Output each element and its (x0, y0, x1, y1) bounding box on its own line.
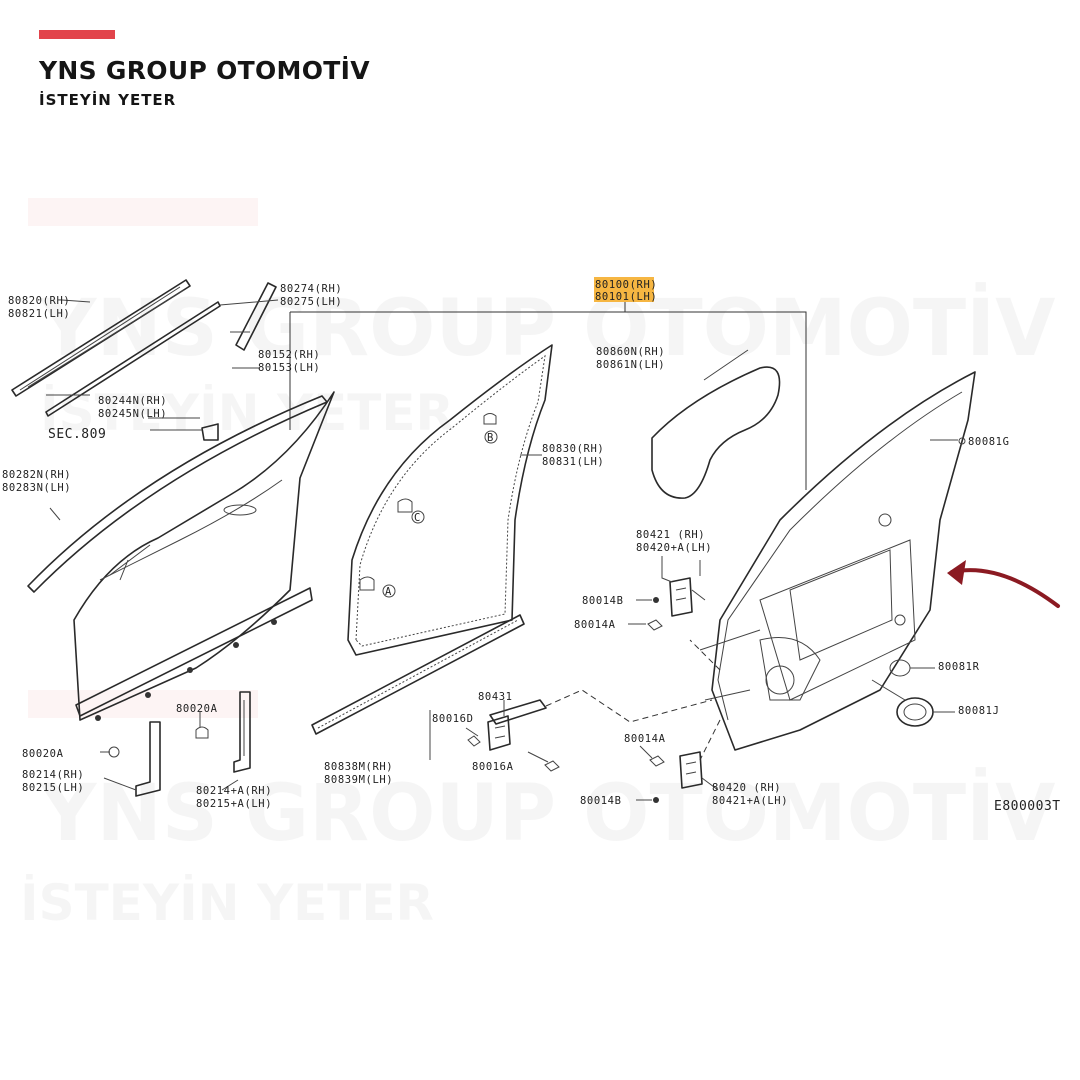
callout-80839m[interactable]: 80839M(LH) (324, 774, 393, 786)
callout-80081j[interactable]: 80081J (958, 705, 1000, 717)
callout-80821[interactable]: 80821(LH) (8, 308, 70, 320)
callout-80431[interactable]: 80431 (478, 691, 513, 703)
brand-slogan: İSTEYİN YETER (39, 91, 177, 109)
callout-80838m[interactable]: 80838M(RH) (324, 761, 393, 773)
brand-accent-bar (39, 30, 115, 39)
pointer-arrow-head-icon (947, 560, 966, 585)
outer-door-panel (11, 279, 335, 721)
callout-80820[interactable]: 80820(RH) (8, 295, 70, 307)
callout-80014b-upper[interactable]: 80014B (582, 595, 624, 607)
ref-circle-c (411, 510, 425, 524)
callout-80014b-lower[interactable]: 80014B (580, 795, 622, 807)
callout-80215[interactable]: 80215(LH) (22, 782, 84, 794)
callout-80283n[interactable]: 80283N(LH) (2, 482, 71, 494)
part-number-highlight (594, 277, 654, 302)
lower-hinge-dashed-leader (699, 719, 721, 761)
watermark-slogan-bottom: İSTEYİN YETER (20, 874, 434, 932)
callout-80274[interactable]: 80274(RH) (280, 283, 342, 295)
ref-circle-a (382, 584, 396, 598)
door-inner-frame (651, 349, 976, 751)
callout-80830[interactable]: 80830(RH) (542, 443, 604, 455)
callout-80420a-top[interactable]: 80420+A(LH) (636, 542, 712, 554)
lower-hinge (636, 745, 719, 803)
callout-80215a[interactable]: 80215+A(LH) (196, 798, 272, 810)
callout-sec809[interactable]: SEC.809 (48, 427, 106, 442)
ref-label-c: C (414, 512, 421, 524)
callout-80214a[interactable]: 80214+A(RH) (196, 785, 272, 797)
brand-title: YNS GROUP OTOMOTİV (39, 56, 370, 85)
callout-80275[interactable]: 80275(LH) (280, 296, 342, 308)
callout-80020a-lower[interactable]: 80020A (22, 748, 64, 760)
callout-80014a-lower[interactable]: 80014A (624, 733, 666, 745)
callout-80020a-upper[interactable]: 80020A (176, 703, 218, 715)
callout-80214[interactable]: 80214(RH) (22, 769, 84, 781)
left-callouts: 80820(RH) 80821(LH) 80274(RH) 80275(LH) … (2, 283, 342, 494)
callout-80153[interactable]: 80153(LH) (258, 362, 320, 374)
ref-circle-b (484, 430, 498, 444)
door-weatherstrip: A B C (311, 344, 553, 760)
callout-80016d[interactable]: 80016D (432, 713, 474, 725)
callout-80861n[interactable]: 80861N(LH) (596, 359, 665, 371)
lower-brackets (100, 691, 251, 797)
callout-80421-top[interactable]: 80421 (RH) (636, 529, 705, 541)
callout-80081r[interactable]: 80081R (938, 661, 980, 673)
upper-hinge-dashed-leader (689, 639, 721, 671)
callout-80245n[interactable]: 80245N(LH) (98, 408, 167, 420)
callout-80016a[interactable]: 80016A (472, 761, 514, 773)
diagram-code: E800003T (994, 799, 1061, 814)
callout-80831[interactable]: 80831(LH) (542, 456, 604, 468)
callout-80152[interactable]: 80152(RH) (258, 349, 320, 361)
callout-80860n[interactable]: 80860N(RH) (596, 346, 665, 358)
callout-80014a-upper[interactable]: 80014A (574, 619, 616, 631)
callout-80420-bottom[interactable]: 80420 (RH) (712, 782, 781, 794)
door-seal-sheet (651, 366, 781, 499)
watermark-group: YNS GROUP OTOMOTİV İSTEYİN YETER YNS GRO… (20, 198, 1056, 932)
ref-label-b: B (487, 432, 494, 444)
callout-80081g[interactable]: 80081G (968, 436, 1010, 448)
ref-label-a: A (385, 586, 392, 598)
check-link-dashed-leader (545, 689, 713, 723)
callout-80244n[interactable]: 80244N(RH) (98, 395, 167, 407)
pointer-arrow-icon (950, 568, 1060, 608)
check-link (465, 699, 560, 772)
watermark-title-top: YNS GROUP OTOMOTİV (39, 282, 1056, 374)
callout-80282n[interactable]: 80282N(RH) (2, 469, 71, 481)
upper-hinge (628, 556, 706, 631)
callout-80421a-bottom[interactable]: 80421+A(LH) (712, 795, 788, 807)
callout-80101[interactable]: 80101(LH) (595, 291, 657, 303)
callout-80100[interactable]: 80100(RH) (595, 279, 657, 291)
watermark-title-bottom: YNS GROUP OTOMOTİV (39, 767, 1056, 859)
